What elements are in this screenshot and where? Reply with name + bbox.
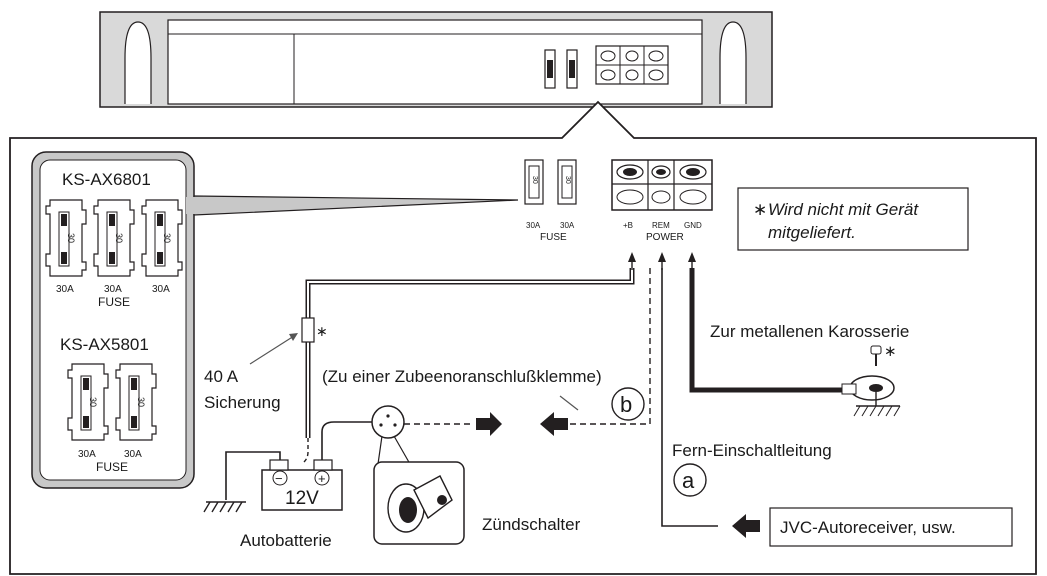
terminal-gnd: GND xyxy=(684,221,702,230)
svg-text:30: 30 xyxy=(88,397,98,407)
letter-a-badge: a xyxy=(673,463,707,497)
amp-top-terminals xyxy=(595,45,669,85)
inline-fuse-star: ∗ xyxy=(316,323,328,339)
svg-text:a: a xyxy=(682,468,695,493)
arrow-right-icon xyxy=(476,412,502,436)
fuse-1: 30 xyxy=(45,199,87,277)
note-box: ∗ Wird nicht mit Gerät mitgeliefert. xyxy=(737,187,969,251)
fuse-40a-label-1: 40 A xyxy=(204,367,239,386)
fuse-4-amp: 30A xyxy=(78,449,96,460)
note-star: ∗ xyxy=(753,200,767,219)
svg-text:b: b xyxy=(620,392,632,417)
battery: − + 12V xyxy=(261,459,343,511)
svg-text:30: 30 xyxy=(66,233,76,243)
ground-label: Zur metallenen Karosserie xyxy=(710,322,909,341)
battery-voltage: 12V xyxy=(285,488,319,509)
fuse-group-a-label: FUSE xyxy=(98,295,130,309)
inline-fuse-40a: ∗ xyxy=(249,317,328,365)
svg-text:30: 30 xyxy=(136,397,146,407)
remote-label: Fern-Einschaltleitung xyxy=(672,441,832,460)
battery-label: Autobatterie xyxy=(240,531,332,550)
letter-b-badge: b xyxy=(611,387,645,421)
battery-minus: − xyxy=(275,471,283,486)
note-line-2: mitgeliefert. xyxy=(768,223,856,242)
terminal-plus-b: +B xyxy=(623,221,633,230)
heatsink-fin-left xyxy=(124,21,152,104)
terminal-power: POWER xyxy=(646,232,684,243)
amp-fuse-2-amp: 30A xyxy=(560,221,575,230)
fuse-5-amp: 30A xyxy=(124,449,142,460)
receiver-box: JVC-Autoreceiver, usw. xyxy=(769,507,1013,547)
note-line-1: Wird nicht mit Gerät xyxy=(768,200,919,219)
ground-terminal xyxy=(841,345,901,417)
terminal-arrows xyxy=(628,252,696,270)
accessory-dashed-wire xyxy=(564,268,651,425)
receiver-arrow-icon xyxy=(732,514,760,538)
battery-to-ignition-wire xyxy=(321,421,372,460)
arrow-left-icon xyxy=(540,412,568,436)
amp-fuse-1-amp: 30A xyxy=(526,221,541,230)
power-terminal-block: +B REM GND POWER xyxy=(611,159,713,243)
receiver-label: JVC-Autoreceiver, usw. xyxy=(780,518,956,537)
ground-star: ∗ xyxy=(884,343,897,360)
ignition-label: Zündschalter xyxy=(482,515,581,534)
amp-top-fuses xyxy=(544,49,578,89)
svg-text:30: 30 xyxy=(564,176,571,184)
terminal-rem: REM xyxy=(652,221,670,230)
battery-ground-wire xyxy=(225,451,281,500)
svg-text:30: 30 xyxy=(531,176,538,184)
remote-wire xyxy=(661,268,718,527)
ground-wire xyxy=(689,268,848,393)
battery-ground-symbol xyxy=(203,501,246,513)
amplifier-body xyxy=(99,11,773,108)
model-b-title: KS-AX5801 xyxy=(60,335,149,354)
fuse-1-amp: 30A xyxy=(56,284,74,295)
wires xyxy=(225,268,848,527)
fuse-3: 30 xyxy=(141,199,183,277)
accessory-label: (Zu einer Zubeenoranschlußklemme) xyxy=(322,367,602,386)
fuse-panel: KS-AX6801 KS-AX5801 30 30 30 30A 30A 30A… xyxy=(31,151,519,489)
amp-fuses: 30 30 30A 30A FUSE xyxy=(524,159,577,243)
fuse-2: 30 xyxy=(93,199,135,277)
fuse-3-amp: 30A xyxy=(152,284,170,295)
fuse-40a-label-2: Sicherung xyxy=(204,393,281,412)
svg-text:30: 30 xyxy=(114,233,124,243)
fuse-5: 30 xyxy=(115,363,157,441)
ignition-switch xyxy=(371,405,465,545)
heatsink-fin-right xyxy=(719,21,747,104)
svg-text:30: 30 xyxy=(162,233,172,243)
fuse-2-amp: 30A xyxy=(104,284,122,295)
model-a-title: KS-AX6801 xyxy=(62,170,151,189)
fuse-group-b-label: FUSE xyxy=(96,460,128,474)
battery-plus: + xyxy=(318,471,326,486)
amp-fuse-label: FUSE xyxy=(540,232,567,243)
fuse-4: 30 xyxy=(67,363,109,441)
